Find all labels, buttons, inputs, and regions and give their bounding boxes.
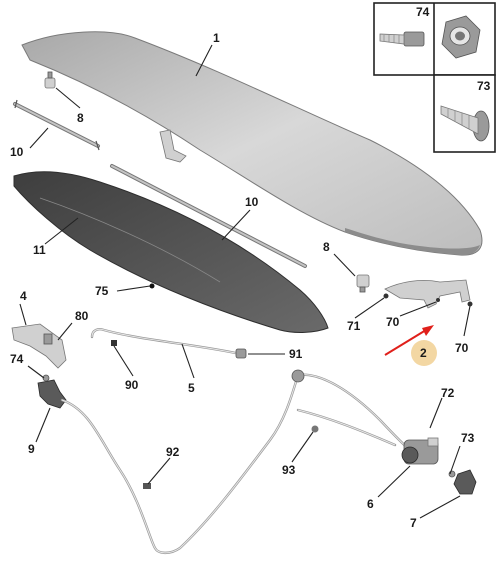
leader-lines — [19, 44, 471, 519]
callout-74: 74 — [10, 352, 24, 366]
callout-91: 91 — [289, 347, 303, 361]
callout-71: 71 — [347, 319, 361, 333]
hinge-bracket — [383, 279, 473, 309]
clip-93-icon — [311, 425, 319, 433]
callout-labels: 1 8 10 10 11 75 8 74 73 4 80 71 70 70 2 … — [10, 5, 491, 530]
nut-icon — [441, 15, 481, 59]
insulation-pad — [13, 171, 329, 333]
callout-7: 7 — [410, 516, 417, 530]
seal-strip-upper — [13, 99, 100, 151]
screw-74-icon — [379, 31, 425, 47]
grommet-8a-icon — [44, 71, 56, 89]
screw-73-icon — [440, 105, 490, 142]
callout-2: 2 — [420, 346, 427, 360]
callout-70-right: 70 — [455, 341, 469, 355]
release-bracket — [11, 323, 67, 369]
callout-90: 90 — [125, 378, 139, 392]
lock-motor — [401, 437, 439, 465]
lock-assembly — [37, 374, 67, 409]
cable-grommet-icon — [291, 369, 305, 383]
callout-93: 93 — [282, 463, 296, 477]
callout-92: 92 — [166, 445, 180, 459]
callout-10-left: 10 — [10, 145, 24, 159]
callout-72: 72 — [441, 386, 455, 400]
release-cable — [60, 369, 414, 555]
highlight-circle — [411, 340, 437, 366]
latch-switch — [448, 469, 477, 495]
callout-8-right: 8 — [323, 240, 330, 254]
bonnet-panel — [21, 31, 483, 256]
cable-5 — [90, 328, 247, 359]
red-arrow-icon — [384, 325, 434, 356]
callout-6: 6 — [367, 497, 374, 511]
callout-5: 5 — [188, 381, 195, 395]
callout-8-upper: 8 — [77, 111, 84, 125]
callout-10-right: 10 — [245, 195, 259, 209]
callout-70-left: 70 — [386, 315, 400, 329]
grommet-8b-icon — [356, 274, 370, 293]
fastener-inset-boxes — [373, 2, 496, 153]
callout-1: 1 — [213, 31, 220, 45]
callout-4: 4 — [20, 289, 27, 303]
callout-9: 9 — [28, 442, 35, 456]
callout-11: 11 — [33, 243, 46, 257]
clip-75-icon — [149, 283, 155, 289]
callout-75: 75 — [95, 284, 109, 298]
callout-80: 80 — [75, 309, 89, 323]
callout-74-box: 74 — [416, 5, 430, 19]
seal-strip-lower — [110, 164, 307, 268]
callout-73-box: 73 — [477, 79, 491, 93]
callout-73: 73 — [461, 431, 475, 445]
